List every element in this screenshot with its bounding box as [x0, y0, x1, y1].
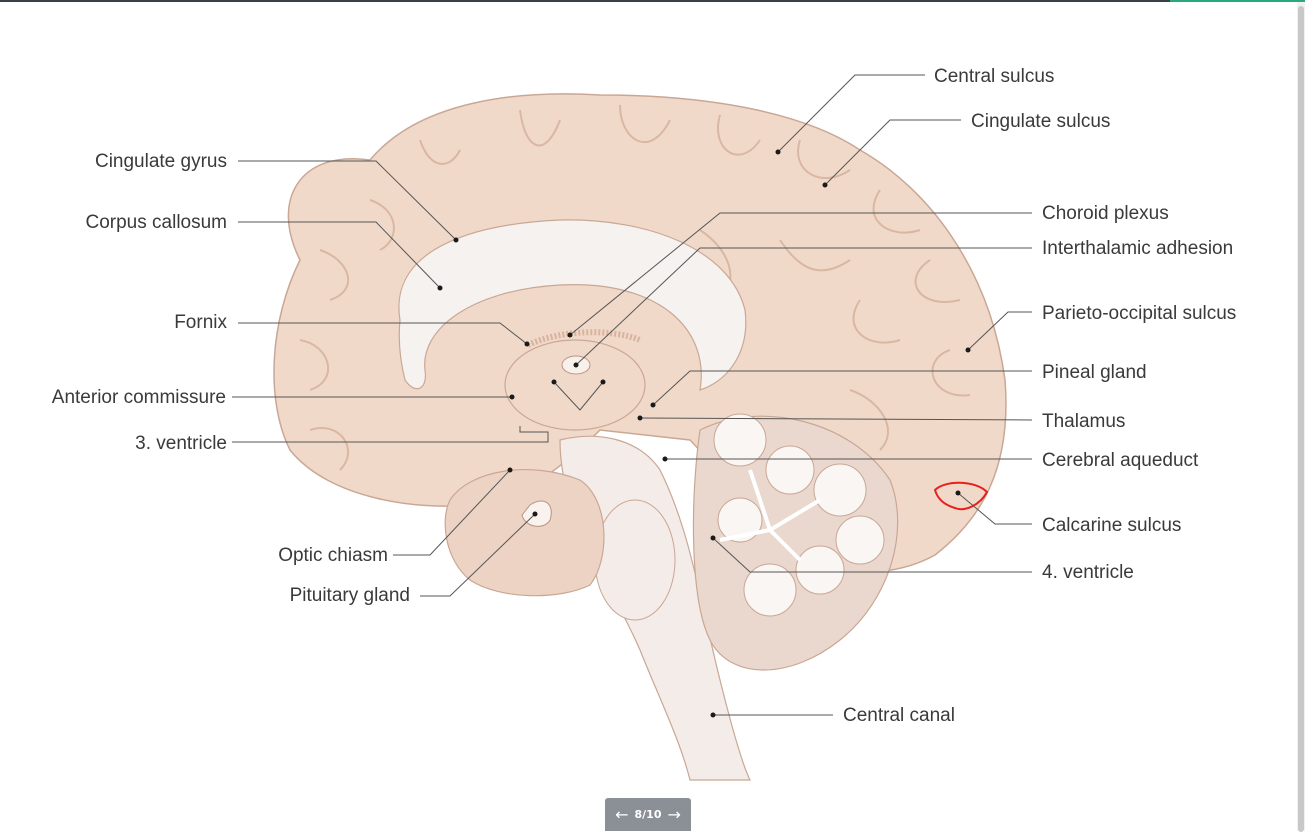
label-parieto-occipital-sulcus: Parieto-occipital sulcus: [1042, 303, 1236, 324]
label-cerebral-aqueduct: Cerebral aqueduct: [1042, 450, 1199, 471]
scrollbar-thumb[interactable]: [1298, 6, 1304, 832]
pagination-control: ← 8/10 →: [605, 798, 691, 831]
label-calcarine-sulcus: Calcarine sulcus: [1042, 515, 1181, 536]
label-optic-chiasm: Optic chiasm: [278, 545, 388, 566]
scrollbar-track[interactable]: [1297, 2, 1305, 832]
arrow-left-icon[interactable]: ←: [615, 804, 629, 824]
temporal-lobe-shape: [444, 469, 605, 597]
label-central-sulcus: Central sulcus: [934, 66, 1054, 87]
thalamus-shape: [504, 339, 646, 431]
label-cingulate-sulcus: Cingulate sulcus: [971, 111, 1110, 132]
label-choroid-plexus: Choroid plexus: [1042, 203, 1169, 224]
label-fourth-ventricle: 4. ventricle: [1042, 562, 1134, 583]
label-corpus-callosum: Corpus callosum: [86, 212, 228, 233]
top-bar-accent: [1170, 0, 1305, 2]
arrow-right-icon[interactable]: →: [667, 804, 681, 824]
label-fornix: Fornix: [174, 312, 227, 333]
label-central-canal: Central canal: [843, 705, 955, 726]
arbor-vitae: [713, 413, 885, 617]
arbor-vitae-branches: [719, 469, 822, 562]
top-bar: [0, 0, 1305, 2]
label-pineal-gland: Pineal gland: [1042, 362, 1147, 383]
label-cingulate-gyrus: Cingulate gyrus: [95, 151, 227, 172]
label-anterior-commissure: Anterior commissure: [52, 387, 226, 408]
label-thalamus: Thalamus: [1042, 411, 1125, 432]
calcarine-highlight: [933, 481, 989, 511]
page-counter: 8/10: [634, 808, 662, 821]
label-pituitary-gland: Pituitary gland: [290, 585, 410, 606]
pons-shape: [594, 499, 676, 621]
label-interthalamic-adhesion: Interthalamic adhesion: [1042, 238, 1233, 259]
label-third-ventricle: 3. ventricle: [135, 433, 227, 454]
leader-lines: [232, 74, 1033, 718]
